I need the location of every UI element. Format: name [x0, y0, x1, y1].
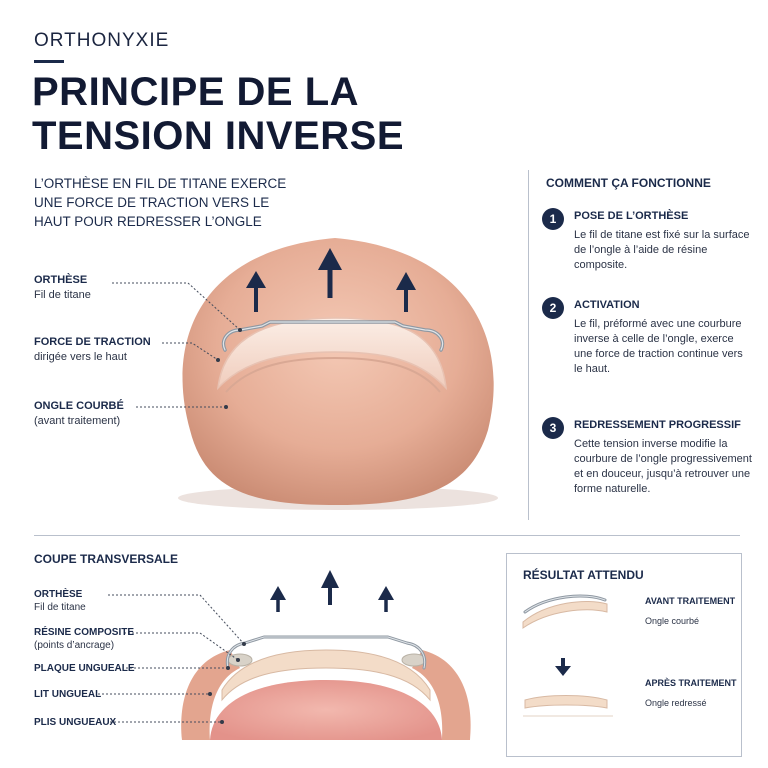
step-title: ACTIVATION — [574, 299, 640, 311]
main-leader-dots — [216, 328, 242, 409]
result-illustrations — [522, 594, 613, 717]
nail-plate-section — [221, 649, 431, 702]
how-title: COMMENT ÇA FONCTIONNE — [546, 176, 711, 190]
coupe-title: COUPE TRANSVERSALE — [34, 552, 179, 566]
after-nail-icon — [523, 695, 613, 717]
after-sub: Ongle redressé — [645, 698, 707, 708]
label-orthese-sub: Fil de titane — [34, 289, 91, 301]
kicker: ORTHONYXIE — [34, 30, 170, 51]
step-title: REDRESSEMENT PROGRESSIF — [574, 419, 741, 431]
nail-bed — [210, 680, 442, 740]
result-title: RÉSULTAT ATTENDU — [523, 568, 644, 582]
coupe-label-orthese-sub: Fil de titane — [34, 602, 86, 613]
vertical-divider — [528, 170, 529, 520]
section-arrows — [270, 570, 394, 612]
section-leader-lines — [98, 594, 245, 723]
step-number: 3 — [542, 417, 564, 439]
coupe-label-lit: LIT UNGUEAL — [34, 689, 102, 700]
nail-plate — [216, 317, 447, 391]
label-force-traction-sub: dirigée vers le haut — [34, 351, 127, 363]
result-box: RÉSULTAT ATTENDU AVANT TRAITEMENT Ongle … — [506, 553, 742, 757]
titanium-wire — [221, 320, 445, 352]
before-title: AVANT TRAITEMENT — [645, 596, 736, 606]
traction-arrows — [246, 248, 416, 312]
coupe-label-orthese: ORTHÈSE — [34, 589, 83, 600]
coupe-label-resine: RÉSINE COMPOSITE — [34, 627, 135, 638]
label-orthese: ORTHÈSE — [34, 274, 88, 286]
intro-text: L’orthèse en fil de titane exerce une fo… — [34, 176, 287, 229]
down-arrow-icon — [555, 658, 571, 676]
step-desc: Cette tension inverse modifie la courbur… — [574, 438, 752, 495]
before-sub: Ongle courbé — [645, 616, 700, 626]
after-title: APRÈS TRAITEMENT — [645, 678, 737, 688]
nail-fold-right — [412, 650, 471, 740]
label-force-traction: FORCE DE TRACTION — [34, 336, 151, 348]
coupe-label-plaque: PLAQUE UNGUEALE — [34, 663, 135, 674]
title-line-1: PRINCIPE DE LA — [32, 70, 360, 114]
section-leader-dots — [208, 642, 246, 724]
title-line-2: TENSION INVERSE — [32, 114, 405, 158]
page-title: PRINCIPE DE LA TENSION INVERSE — [32, 70, 404, 158]
main-leader-lines — [112, 282, 241, 408]
toe — [182, 238, 494, 505]
coupe-label-plis: PLIS UNGUEAUX — [34, 717, 117, 728]
step-desc: Le fil, préformé avec une courbure inver… — [574, 318, 743, 375]
step-number: 1 — [542, 208, 564, 230]
nail-edge — [225, 356, 441, 393]
before-nail-icon — [522, 594, 608, 629]
step-desc: Le fil de titane est fixé sur la surface… — [574, 229, 750, 271]
step-title: POSE DE L’ORTHÈSE — [574, 210, 689, 222]
titanium-wire-section — [225, 635, 427, 670]
coupe-label-resine-sub: (points d’ancrage) — [34, 640, 115, 651]
horizontal-divider — [34, 535, 740, 536]
step-number: 2 — [542, 297, 564, 319]
label-ongle-courbe-sub: (avant traitement) — [34, 415, 121, 427]
kicker-rule — [34, 60, 64, 63]
label-ongle-courbe: ONGLE COURBÉ — [34, 400, 124, 412]
